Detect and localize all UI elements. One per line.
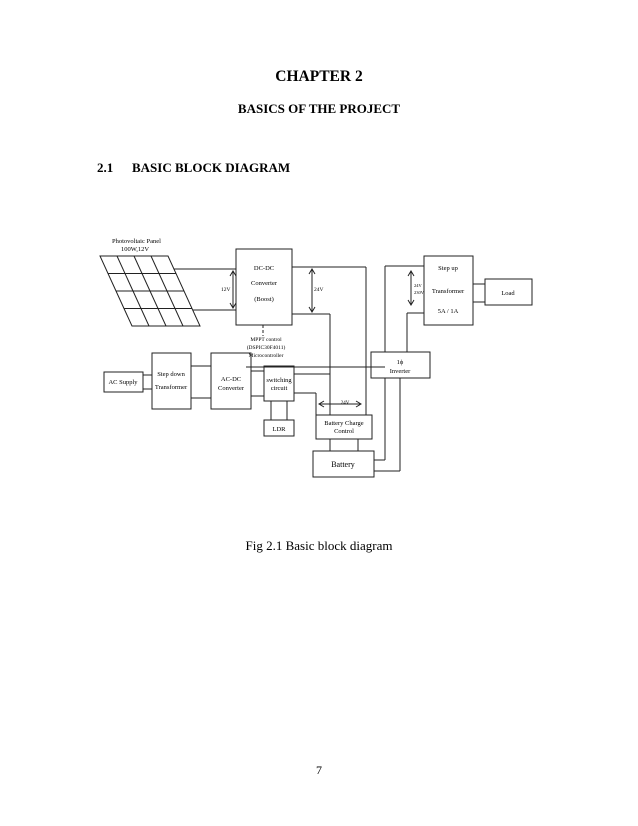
battery-block [312,450,375,478]
ac-supply-label: AC Supply [108,379,138,386]
mppt-label-2: (DSPIC30F4011) [247,344,286,351]
ldr-block [263,419,295,437]
bcc-label-2: Control [334,428,354,435]
ac-supply-block [103,371,144,393]
battery-label: Battery [331,460,355,469]
stepup-label-2: Transformer [432,288,465,295]
section-title: BASIC BLOCK DIAGRAM [132,160,291,175]
inverter-label-1: 1ϕ [397,359,404,366]
mppt-label-1: MPPT control [250,337,282,343]
voltage-label-24v-b: 24V [341,401,350,406]
step-up-transformer-block [423,255,474,326]
acdc-label-2: Converter [218,385,245,392]
stepdown-label-2: Transformer [155,384,188,391]
dcdc-label-2: Converter [251,280,278,287]
switching-circuit-block [263,365,295,402]
chapter-heading: CHAPTER 2 [275,68,363,85]
voltage-label-24v-a: 24V [314,287,324,293]
section-number: 2.1 [97,160,114,175]
stepdown-label-1: Step down [157,371,185,378]
inverter-block [370,351,431,379]
acdc-label-1: AC-DC [221,376,241,383]
switching-label-1: switching [266,377,292,384]
ac-dc-converter-block [210,352,252,410]
voltage-label-230v: 230V [414,290,425,295]
stepup-label-3: 5A / 1A [438,308,459,315]
voltage-label-24v-c: 24V [414,283,423,288]
dcdc-label-3: (Boost) [254,296,274,303]
switching-label-2: circuit [271,385,288,392]
voltage-label-12v: 12V [221,287,231,293]
step-down-transformer-block [151,352,192,410]
mppt-label-3: Microcontroller [249,353,284,359]
figure-caption: Fig 2.1 Basic block diagram [245,538,393,553]
dc-dc-converter-block [235,248,293,326]
chapter-title: BASICS OF THE PROJECT [237,101,401,116]
solar-panel-icon [99,255,201,327]
battery-charge-control-block [315,414,373,440]
stepup-label-1: Step up [438,265,458,272]
ldr-label: LDR [273,426,287,433]
load-label: Load [501,290,515,297]
pv-panel-rating: 100W,12V [121,246,149,253]
inverter-label-2: Inverter [390,368,411,375]
page-number: 7 [316,763,322,777]
dcdc-label-1: DC-DC [254,265,274,272]
bcc-label-1: Battery Charge [324,420,364,427]
pv-panel-label: Photovoltaic Panel [112,238,161,245]
load-block [484,278,533,306]
